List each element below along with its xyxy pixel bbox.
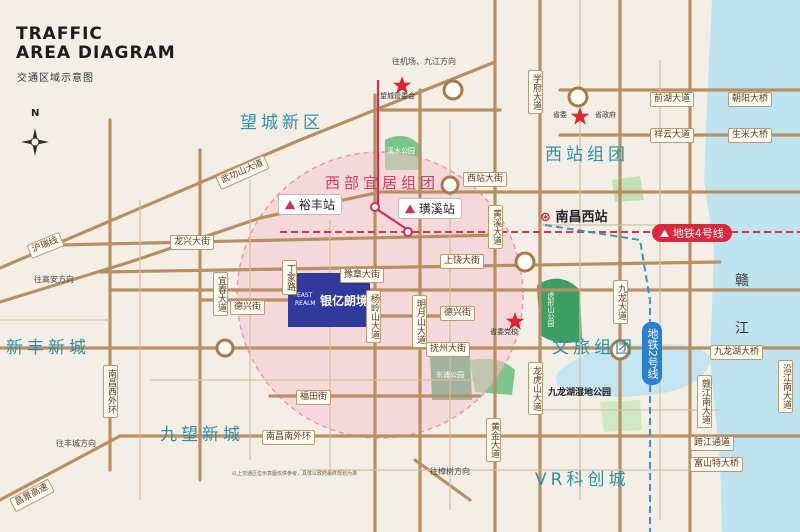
star-party-school (505, 312, 525, 330)
interchange-6 (609, 339, 631, 361)
landmark-jiulong-lake-park: 九龙湖湿地公园 (548, 388, 612, 398)
road-yiqing-label: 宜春大道 (213, 272, 228, 316)
river-gan: 赣 (735, 273, 749, 289)
metro-line-4-text: 地铁4号线 (672, 227, 724, 240)
yufeng-station-dot (370, 202, 380, 212)
landmark-xishui-park: 溪水公园 (387, 147, 415, 155)
road-xizhan-label: 西站大街 (463, 172, 508, 187)
meiling-park-area (537, 278, 582, 344)
station-nanchang-west-label: 南昌西站 (555, 210, 608, 225)
landmark-meiling-park: 虎形山公园 (547, 292, 555, 327)
road-xuefu-label: 学府大道 (528, 70, 543, 114)
road-longxing (58, 233, 502, 247)
landmark-shengzhengfu: 省政府 (595, 111, 616, 119)
compass-label: N (31, 108, 40, 119)
station-yufeng[interactable]: ⛰ 裕丰站 (278, 194, 342, 215)
road-huangxi-label: 黄溪大道 (488, 205, 503, 249)
metro-line-4-label[interactable]: ⛰ 地铁4号线 (652, 224, 732, 242)
district-xinfeng: 新丰新城 (6, 338, 90, 358)
metro-logo-icon: ⛰ (405, 202, 416, 216)
road-jiulonghu-bridge-label: 九龙湖大桥 (710, 345, 764, 360)
railway-icon: ⊛ (540, 210, 551, 225)
legend-note: 以上交通区位示意图仅供参考，具体以政府最终规划为准 (232, 471, 358, 477)
landmark-party-school: 省委党校 (490, 328, 518, 336)
road-wushan (0, 190, 800, 304)
road-shengjiang-label: 德兴街 (440, 306, 476, 321)
road-hurui (0, 60, 497, 270)
road-shangrao-label: 上饶大街 (440, 254, 485, 269)
road-kuajiang-label: 跨江通道 (690, 436, 735, 451)
jiulong-lake (555, 344, 712, 397)
huangxi-station-dot (403, 227, 413, 237)
metro-line-2-label[interactable]: 地铁2号线 (642, 322, 662, 385)
road-fushan-label: 富山特大桥 (690, 457, 744, 472)
road-chaoyang-label: 朝阳大桥 (728, 92, 773, 107)
interchange-2 (567, 86, 589, 108)
landmark-shengwei: 省委 (553, 111, 567, 119)
road-yuzhang-label: 豫章大街 (340, 268, 385, 283)
road-jiulong-label: 九龙大道 (613, 280, 628, 324)
compass-icon (21, 128, 49, 156)
project-en1: EAST (297, 292, 313, 299)
road-dexing-label: 德兴街 (230, 300, 266, 315)
interchange-3 (440, 175, 460, 195)
district-wenlv: 文旅组团 (552, 338, 636, 358)
project-en2: REALM (295, 300, 316, 307)
metro-logo-icon: ⛰ (285, 198, 296, 212)
road-changjing (0, 434, 122, 502)
road-qianhu-label: 前湖大道 (650, 92, 695, 107)
road-west-outer-label: 南昌西外环 (103, 365, 118, 418)
station-huangxi-label: 璜溪站 (418, 202, 455, 216)
star-committee (392, 76, 412, 94)
river-jiang: 江 (735, 321, 749, 337)
road-fuzhou-label: 抚州大街 (426, 342, 471, 357)
interchanges (215, 79, 631, 361)
road-zhangshu (413, 458, 472, 502)
district-xibu: 西部宜居组团 (325, 174, 440, 192)
station-nanchang-west[interactable]: ⊛ 南昌西站 (540, 206, 607, 225)
road-futian-label: 福田街 (296, 390, 332, 405)
road-mingyue-label: 明月山大道 (412, 295, 427, 348)
road-to-zhangshu-label: 往樟树方向 (430, 467, 470, 476)
interchange-1 (442, 79, 464, 101)
road-xiwai-ring-label: 沿江南大道 (778, 360, 793, 413)
title-line2: AREA DIAGRAM (16, 43, 176, 63)
station-dots (370, 202, 413, 237)
road-huangan-label: 黄金大道 (486, 418, 501, 462)
district-wangcheng: 望城新区 (240, 113, 324, 133)
station-huangxi[interactable]: ⛰ 璜溪站 (398, 198, 462, 219)
green-area-3 (612, 176, 644, 202)
road-ganjiang-south-label: 赣江南大道 (697, 375, 712, 428)
district-vr: VR科创城 (535, 470, 630, 490)
metro-line-2 (544, 224, 651, 532)
metro-logo-icon: ⛰ (660, 227, 670, 240)
road-to-fengcheng-label: 往丰城方向 (56, 439, 96, 448)
road-xiangyun-label: 祥云大道 (650, 128, 695, 143)
district-jiuwang: 九望新城 (160, 425, 244, 445)
landmark-east-lake-park: 东浦公园 (436, 371, 464, 379)
road-south-outer-label: 南昌南外环 (262, 430, 316, 445)
title-line1: TRAFFIC (16, 24, 103, 44)
road-longxing-label: 龙兴大街 (170, 235, 215, 250)
road-to-airport-label: 往机场、九江方向 (392, 57, 456, 66)
road-shengmi-label: 生米大桥 (728, 128, 773, 143)
interchange-5 (215, 338, 235, 358)
road-longwu-label: 龙虎山大道 (528, 362, 543, 415)
road-meiling-label: 杨岭山大道 (366, 290, 381, 343)
road-dingjia-label: 丁家路 (282, 260, 297, 295)
project-name[interactable]: 银亿朗境 (320, 294, 369, 308)
district-xizhan: 西站组团 (545, 145, 629, 165)
road-shangrao (98, 260, 722, 274)
stars (392, 76, 590, 330)
landmark-committee: 望城管委会 (380, 92, 415, 100)
interchange-4 (514, 251, 536, 273)
star-government (570, 107, 590, 125)
station-yufeng-label: 裕丰站 (298, 198, 335, 212)
road-to-gaoan-label: 往高安方向 (34, 275, 74, 284)
title-subtitle: 交通区域示意图 (17, 73, 94, 84)
